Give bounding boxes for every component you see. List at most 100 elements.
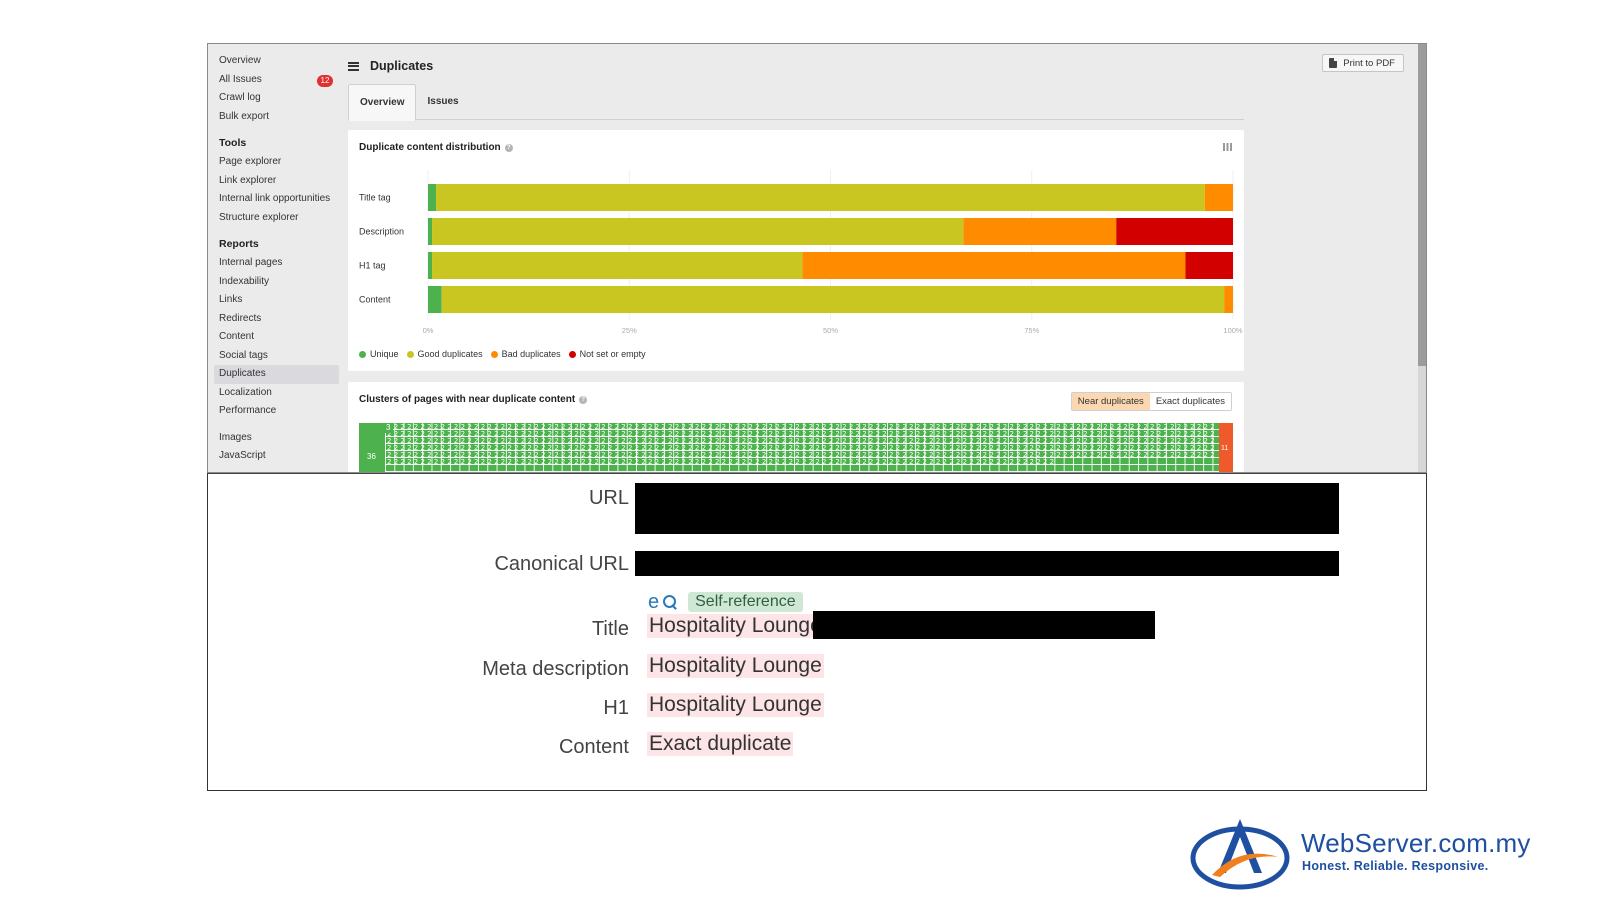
sidebar-item-localization[interactable]: Localization [214,384,339,403]
legend-item[interactable]: Unique [359,349,399,359]
sidebar-item-label: JavaScript [219,450,266,461]
cluster-treemap: 36 2222222222222222222222222222222222222… [359,423,1233,472]
legend-dot-icon [406,350,414,358]
sidebar-item-content[interactable]: Content [214,328,339,347]
sidebar-item-label: Localization [219,386,272,398]
redacted-url [635,483,1339,534]
legend-item[interactable]: Not set or empty [568,349,646,359]
sidebar-item-label: Performance [219,405,277,416]
bar-segment [1204,184,1233,211]
bar-segment [432,218,964,245]
main-content: Duplicates Print to PDF Overview Issues … [348,44,1426,472]
tab-overview[interactable]: Overview [348,84,417,121]
bar-segment [432,252,803,279]
cluster-cells[interactable] [385,423,1219,472]
bar-segment [963,218,1117,245]
sidebar-item-indexability[interactable]: Indexability [214,273,339,292]
sidebar-item-all-issues[interactable]: All Issues 12 [214,71,339,90]
sidebar-item-images[interactable]: Images [214,429,339,448]
sidebar: Overview All Issues 12 Crawl log Bulk exp… [208,44,343,472]
bar-segment [428,286,442,313]
meta-description-label: Meta description [482,658,629,680]
sidebar-item-duplicates[interactable]: Duplicates [214,365,339,384]
sidebar-item-crawl-log[interactable]: Crawl log [214,89,339,108]
card-title: Clusters of pages with near duplicate co… [359,394,588,405]
sidebar-item-internal-pages[interactable]: Internal pages [214,254,339,273]
scrollbar-thumb[interactable] [1418,44,1426,366]
bar-segment [1185,252,1233,279]
self-reference-badge: Self-reference [688,592,803,612]
sidebar-item-social-tags[interactable]: Social tags [214,347,339,366]
bar-segment [428,252,433,279]
cluster-cell[interactable]: 11 [1219,423,1233,472]
sidebar-item-label: Overview [219,55,261,66]
legend-dot-icon [359,350,366,358]
page-header: Duplicates [348,56,433,76]
e-icon[interactable]: e [648,591,660,613]
x-tick-label: 50% [823,326,838,335]
sidebar-item-label: Page explorer [219,156,282,167]
print-to-pdf-button[interactable]: Print to PDF [1322,54,1404,72]
redacted-canonical-url [635,551,1339,576]
sidebar-item-bulk-export[interactable]: Bulk export [214,108,339,127]
url-label: URL [588,487,629,509]
cluster-cell[interactable]: 3 [385,423,393,433]
clusters-card: Clusters of pages with near duplicate co… [348,382,1244,472]
sidebar-item-structure-explorer[interactable]: Structure explorer [214,209,339,228]
legend-dot-icon [490,350,498,358]
sidebar-item-page-explorer[interactable]: Page explorer [214,153,339,172]
legend-label: Good duplicates [417,349,483,359]
sidebar-item-internal-link-opportunities[interactable]: Internal link opportunities [214,190,339,209]
sidebar-heading-reports: Reports [219,238,259,250]
cluster-size: 36 [367,452,376,461]
clusters-title: Clusters of pages with near duplicate co… [359,394,576,405]
exact-duplicates-button[interactable]: Exact duplicates [1149,393,1231,410]
bar-segment [428,218,433,245]
sidebar-item-link-explorer[interactable]: Link explorer [214,172,339,191]
help-icon[interactable]: ? [579,395,588,404]
bar-segment [441,286,1225,313]
logo-name: WebServer.com.my [1301,828,1531,858]
x-tick-label: 0% [423,326,434,335]
page-title: Duplicates [370,59,434,73]
near-duplicates-button[interactable]: Near duplicates [1071,393,1150,410]
help-icon[interactable]: ? [504,143,513,152]
sidebar-item-label: Duplicates [219,368,266,379]
bar-segment [1224,286,1233,313]
legend-item[interactable]: Bad duplicates [490,349,561,359]
hamburger-icon[interactable] [348,61,359,71]
title-value: Hospitality Lounge [647,614,824,638]
legend-item[interactable]: Good duplicates [406,349,483,359]
sidebar-item-label: Link explorer [219,174,277,186]
tab-issues[interactable]: Issues [427,96,459,107]
x-tick-label: 75% [1024,326,1039,335]
legend-label: Unique [370,349,399,359]
logo-mark-icon [1190,819,1290,890]
title-label: Title [591,618,629,640]
cluster-size: 11 [1221,445,1229,452]
sidebar-item-label: Content [219,331,255,342]
redacted-title [813,611,1155,639]
sidebar-item-overview[interactable]: Overview [214,52,339,71]
canonical-url-label: Canonical URL [494,553,629,575]
search-icon[interactable] [662,594,678,610]
issues-count-badge: 12 [317,74,333,87]
sidebar-item-links[interactable]: Links [214,291,339,310]
company-logo: WebServer.com.my Honest. Reliable. Respo… [1190,815,1590,895]
sidebar-item-redirects[interactable]: Redirects [214,310,339,329]
sidebar-item-javascript[interactable]: JavaScript [214,447,339,466]
sidebar-item-label: Redirects [219,312,262,324]
chart-legend: Unique Good duplicates Bad duplicates Not s… [359,349,654,359]
sidebar-item-performance[interactable]: Performance [214,402,339,421]
sidebar-item-label: Bulk export [219,110,270,122]
cluster-cell[interactable]: 36 [359,423,385,472]
sidebar-heading-tools: Tools [219,137,247,149]
sidebar-item-label: All Issues [219,73,262,85]
sidebar-item-label: Links [219,294,243,305]
scrollbar[interactable] [1418,44,1426,472]
bar-segment [1116,218,1233,245]
category-label: Title tag [359,193,391,203]
columns-icon[interactable] [1223,143,1232,151]
page-details-panel: URL Canonical URL e Self-reference Title… [207,473,1427,791]
